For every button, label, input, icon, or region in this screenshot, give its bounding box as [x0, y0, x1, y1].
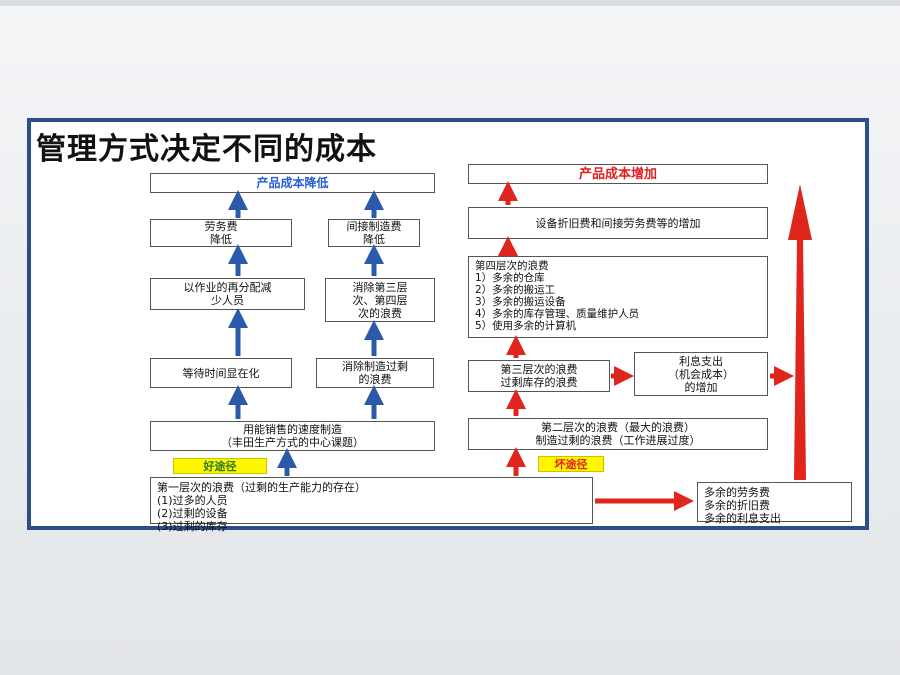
- slide-top-strip: [0, 0, 900, 6]
- eliminate-overproduction-box: 消除制造过剩 的浪费: [316, 358, 434, 388]
- diagram-title: 管理方式决定不同的成本: [36, 132, 377, 167]
- waiting-time-box: 等待时间显在化: [150, 358, 292, 388]
- fourth-level-waste-box: 第四层次的浪费 1）多余的仓库 2）多余的搬运工 3）多余的搬运设备 4）多余的…: [468, 256, 768, 338]
- cost-increase-box: 产品成本增加: [468, 164, 768, 184]
- first-level-waste-box: 第一层次的浪费（过剩的生产能力的存在） (1)过多的人员 (2)过剩的设备 (3…: [150, 477, 593, 533]
- cost-decrease-box: 产品成本降低: [150, 173, 435, 193]
- extra-costs-box: 多余的劳务费 多余的折旧费 多余的利息支出: [697, 482, 852, 525]
- good-path-tag: 好途径: [173, 458, 267, 474]
- sales-speed-box: 用能销售的速度制造 （丰田生产方式的中心课题）: [150, 421, 435, 451]
- interest-increase-box: 利息支出 （机会成本） 的增加: [634, 352, 768, 396]
- third-level-waste-box: 第三层次的浪费 过剩库存的浪费: [468, 360, 610, 392]
- indirect-cost-decrease-box: 间接制造费 降低: [328, 219, 420, 247]
- labor-cost-decrease-box: 劳务费 降低: [150, 219, 292, 247]
- second-level-waste-box: 第二层次的浪费（最大的浪费） 制造过剩的浪费（工作进展过度）: [468, 418, 768, 450]
- depreciation-increase-box: 设备折旧费和间接劳务费等的增加: [468, 207, 768, 239]
- bad-path-tag: 坏途径: [538, 456, 604, 472]
- work-reallocation-box: 以作业的再分配减 少人员: [150, 278, 305, 310]
- eliminate-third-fourth-box: 消除第三层 次、第四层 次的浪费: [325, 278, 435, 322]
